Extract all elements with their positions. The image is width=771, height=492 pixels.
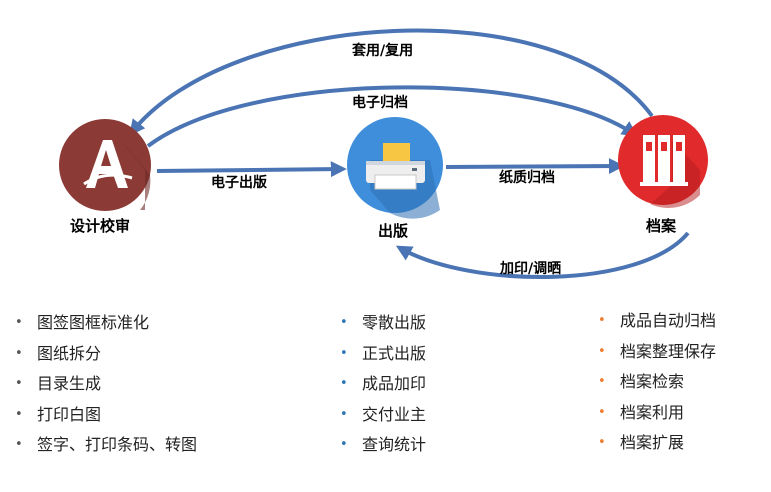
- bullet-dot: •: [15, 437, 23, 452]
- binders-icon: [640, 135, 688, 186]
- arrow-design-to-archive: [146, 85, 638, 148]
- list-item-text: 签字、打印条码、转图: [37, 435, 198, 454]
- list-item: • 图纸拆分: [15, 339, 197, 370]
- list-item-text: 图纸拆分: [37, 343, 102, 363]
- list-item-text: 档案检索: [620, 372, 685, 391]
- printer-icon: [366, 143, 425, 190]
- list-item: • 打印白图: [15, 400, 197, 431]
- bullet-dot: •: [15, 406, 23, 422]
- arrow-archive-to-design: [128, 28, 654, 136]
- list-item-text: 档案利用: [620, 402, 685, 422]
- bullet-dot: •: [15, 345, 23, 361]
- node-label-design: 设计校审: [70, 217, 131, 235]
- list-item-text: 交付业主: [362, 404, 427, 424]
- arrow-design-to-publish: [156, 161, 347, 178]
- list-item: • 成品加印: [340, 369, 426, 400]
- bullet-dot: •: [15, 376, 23, 391]
- edge-label-publish-to-archive: 纸质归档: [499, 170, 555, 186]
- bullet-dot: •: [340, 315, 348, 330]
- bullet-dot: •: [340, 406, 348, 422]
- bullet-dot: •: [598, 435, 606, 450]
- edge-label-design-to-publish: 电子出版: [211, 175, 267, 191]
- bullet-dot: •: [598, 404, 606, 420]
- list-item: • 查询统计: [340, 430, 426, 461]
- list-item: • 图签图框标准化: [15, 308, 197, 339]
- design-node: [59, 119, 151, 211]
- list-item: • 目录生成: [15, 369, 197, 400]
- bullet-dot: •: [598, 313, 606, 328]
- list-item-text: 零散出版: [362, 313, 427, 332]
- edge-label-archive-to-design: 套用/复用: [352, 43, 414, 59]
- node-label-publish: 出版: [378, 222, 409, 240]
- bullet-dot: •: [598, 374, 606, 389]
- list-item-text: 正式出版: [362, 343, 427, 363]
- archive-node: [618, 115, 708, 208]
- list-item-text: 档案扩展: [620, 433, 685, 452]
- list-item: • 档案检索: [598, 367, 716, 398]
- list-item: • 成品自动归档: [598, 306, 716, 337]
- list-item-text: 打印白图: [37, 404, 102, 424]
- list-item-text: 图签图框标准化: [37, 313, 150, 332]
- publish-task-list: • 零散出版 • 正式出版 • 成品加印 • 交付业主 • 查询统计: [340, 308, 426, 461]
- list-item: • 交付业主: [340, 400, 426, 431]
- bullet-dot: •: [340, 376, 348, 391]
- edge-label-design-to-archive: 电子归档: [352, 95, 408, 111]
- list-item-text: 目录生成: [37, 374, 102, 393]
- list-item-text: 成品加印: [362, 374, 427, 393]
- list-item: • 正式出版: [340, 339, 426, 370]
- bullet-dot: •: [598, 343, 606, 359]
- publish-node: [347, 117, 443, 219]
- list-item: • 签字、打印条码、转图: [15, 430, 197, 461]
- letter-a-logo-icon: [83, 140, 133, 188]
- edge-label-archive-to-publish: 加印/调晒: [500, 261, 562, 277]
- arrow-publish-to-archive: [445, 158, 625, 175]
- list-item-text: 档案整理保存: [620, 341, 717, 361]
- list-item: • 档案扩展: [598, 428, 716, 459]
- archive-task-list: • 成品自动归档 • 档案整理保存 • 档案检索 • 档案利用 • 档案扩展: [598, 306, 716, 459]
- list-item-text: 查询统计: [362, 435, 427, 454]
- bullet-dot: •: [340, 345, 348, 361]
- list-item: • 档案整理保存: [598, 337, 716, 368]
- node-label-archive: 档案: [646, 217, 677, 235]
- design-task-list: • 图签图框标准化 • 图纸拆分 • 目录生成 • 打印白图 • 签字、打印条码、转图: [15, 308, 197, 461]
- list-item-text: 成品自动归档: [620, 311, 717, 330]
- bullet-dot: •: [15, 315, 23, 330]
- list-item: • 零散出版: [340, 308, 426, 339]
- list-item: • 档案利用: [598, 398, 716, 429]
- arrow-archive-to-publish: [395, 231, 690, 280]
- bullet-dot: •: [340, 437, 348, 452]
